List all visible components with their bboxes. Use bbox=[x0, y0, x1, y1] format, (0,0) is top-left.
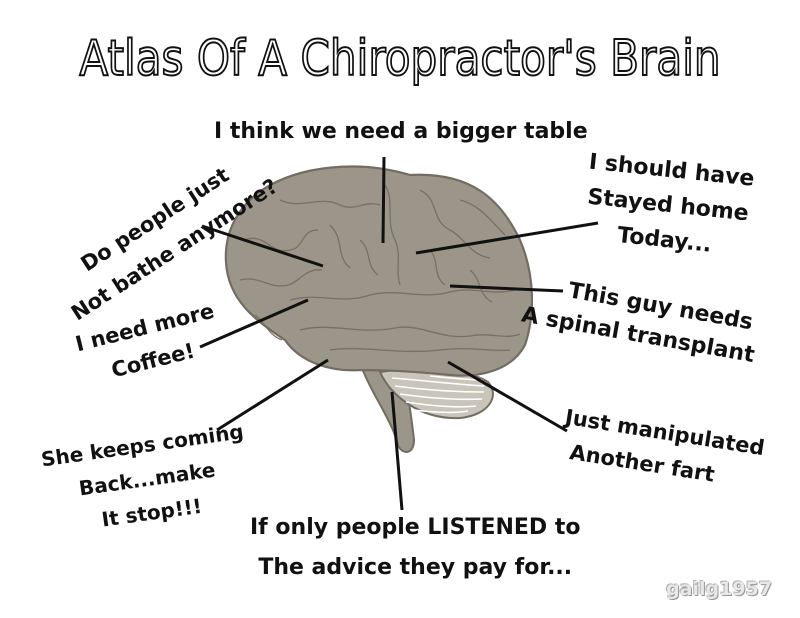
label-line: If only people LISTENED to bbox=[250, 515, 581, 540]
label-line: The advice they pay for... bbox=[258, 555, 573, 580]
page-title: Atlas Of A Chiropractor's Brain bbox=[79, 29, 722, 88]
watermark: gailg1957 bbox=[666, 578, 772, 600]
label-top: I think we need a bigger table bbox=[214, 117, 588, 147]
brain-icon bbox=[224, 165, 534, 453]
label-upper-right: I should have Stayed home Today... bbox=[580, 145, 756, 267]
label-line: I think we need a bigger table bbox=[214, 119, 588, 144]
label-bottom: If only people LISTENED to The advice th… bbox=[250, 508, 580, 588]
leader-lines bbox=[199, 156, 599, 511]
